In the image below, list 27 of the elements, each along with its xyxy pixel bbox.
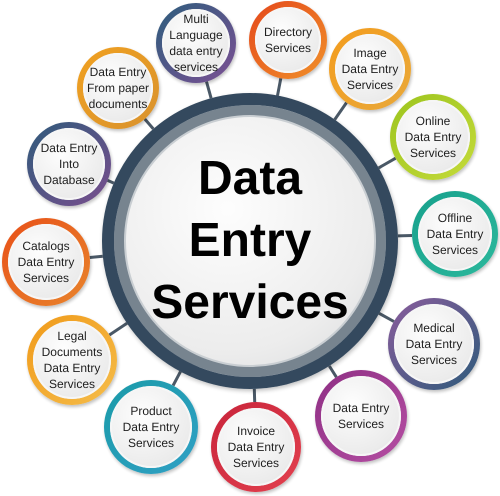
service-label: Legal Documents Data Entry Services xyxy=(40,328,104,392)
connector-line xyxy=(276,78,282,96)
connector-line xyxy=(144,118,154,130)
service-label: Online Data Entry Services xyxy=(404,113,462,161)
service-label: Multi Language data entry services xyxy=(168,11,224,75)
connector-line xyxy=(107,179,114,184)
service-label: Image Data Entry Services xyxy=(340,45,400,93)
connector-line xyxy=(172,370,182,386)
connector-line xyxy=(333,102,348,120)
connector-line xyxy=(205,81,213,99)
connector-line xyxy=(398,234,412,238)
service-label: Medical Data Entry Services xyxy=(404,320,464,368)
connector-line xyxy=(108,322,128,336)
connector-line xyxy=(90,254,103,259)
service-label: Product Data Entry Services xyxy=(122,403,180,451)
service-label: Offline Data Entry Services xyxy=(426,210,484,258)
service-label: Invoice Data Entry Services xyxy=(226,423,286,471)
connector-line xyxy=(252,388,256,402)
hub-title: Data Entry Services xyxy=(150,151,350,331)
service-label: Catalogs Data Entry Services xyxy=(16,238,76,286)
service-label: Data Entry From paper documents xyxy=(86,64,150,112)
connector-line xyxy=(378,156,396,170)
service-label: Directory Services xyxy=(262,24,313,56)
connector-line xyxy=(378,312,395,323)
service-label: Data Entry Into Database xyxy=(40,140,98,188)
connector-line xyxy=(328,365,338,378)
service-label: Data Entry Services xyxy=(332,400,390,432)
